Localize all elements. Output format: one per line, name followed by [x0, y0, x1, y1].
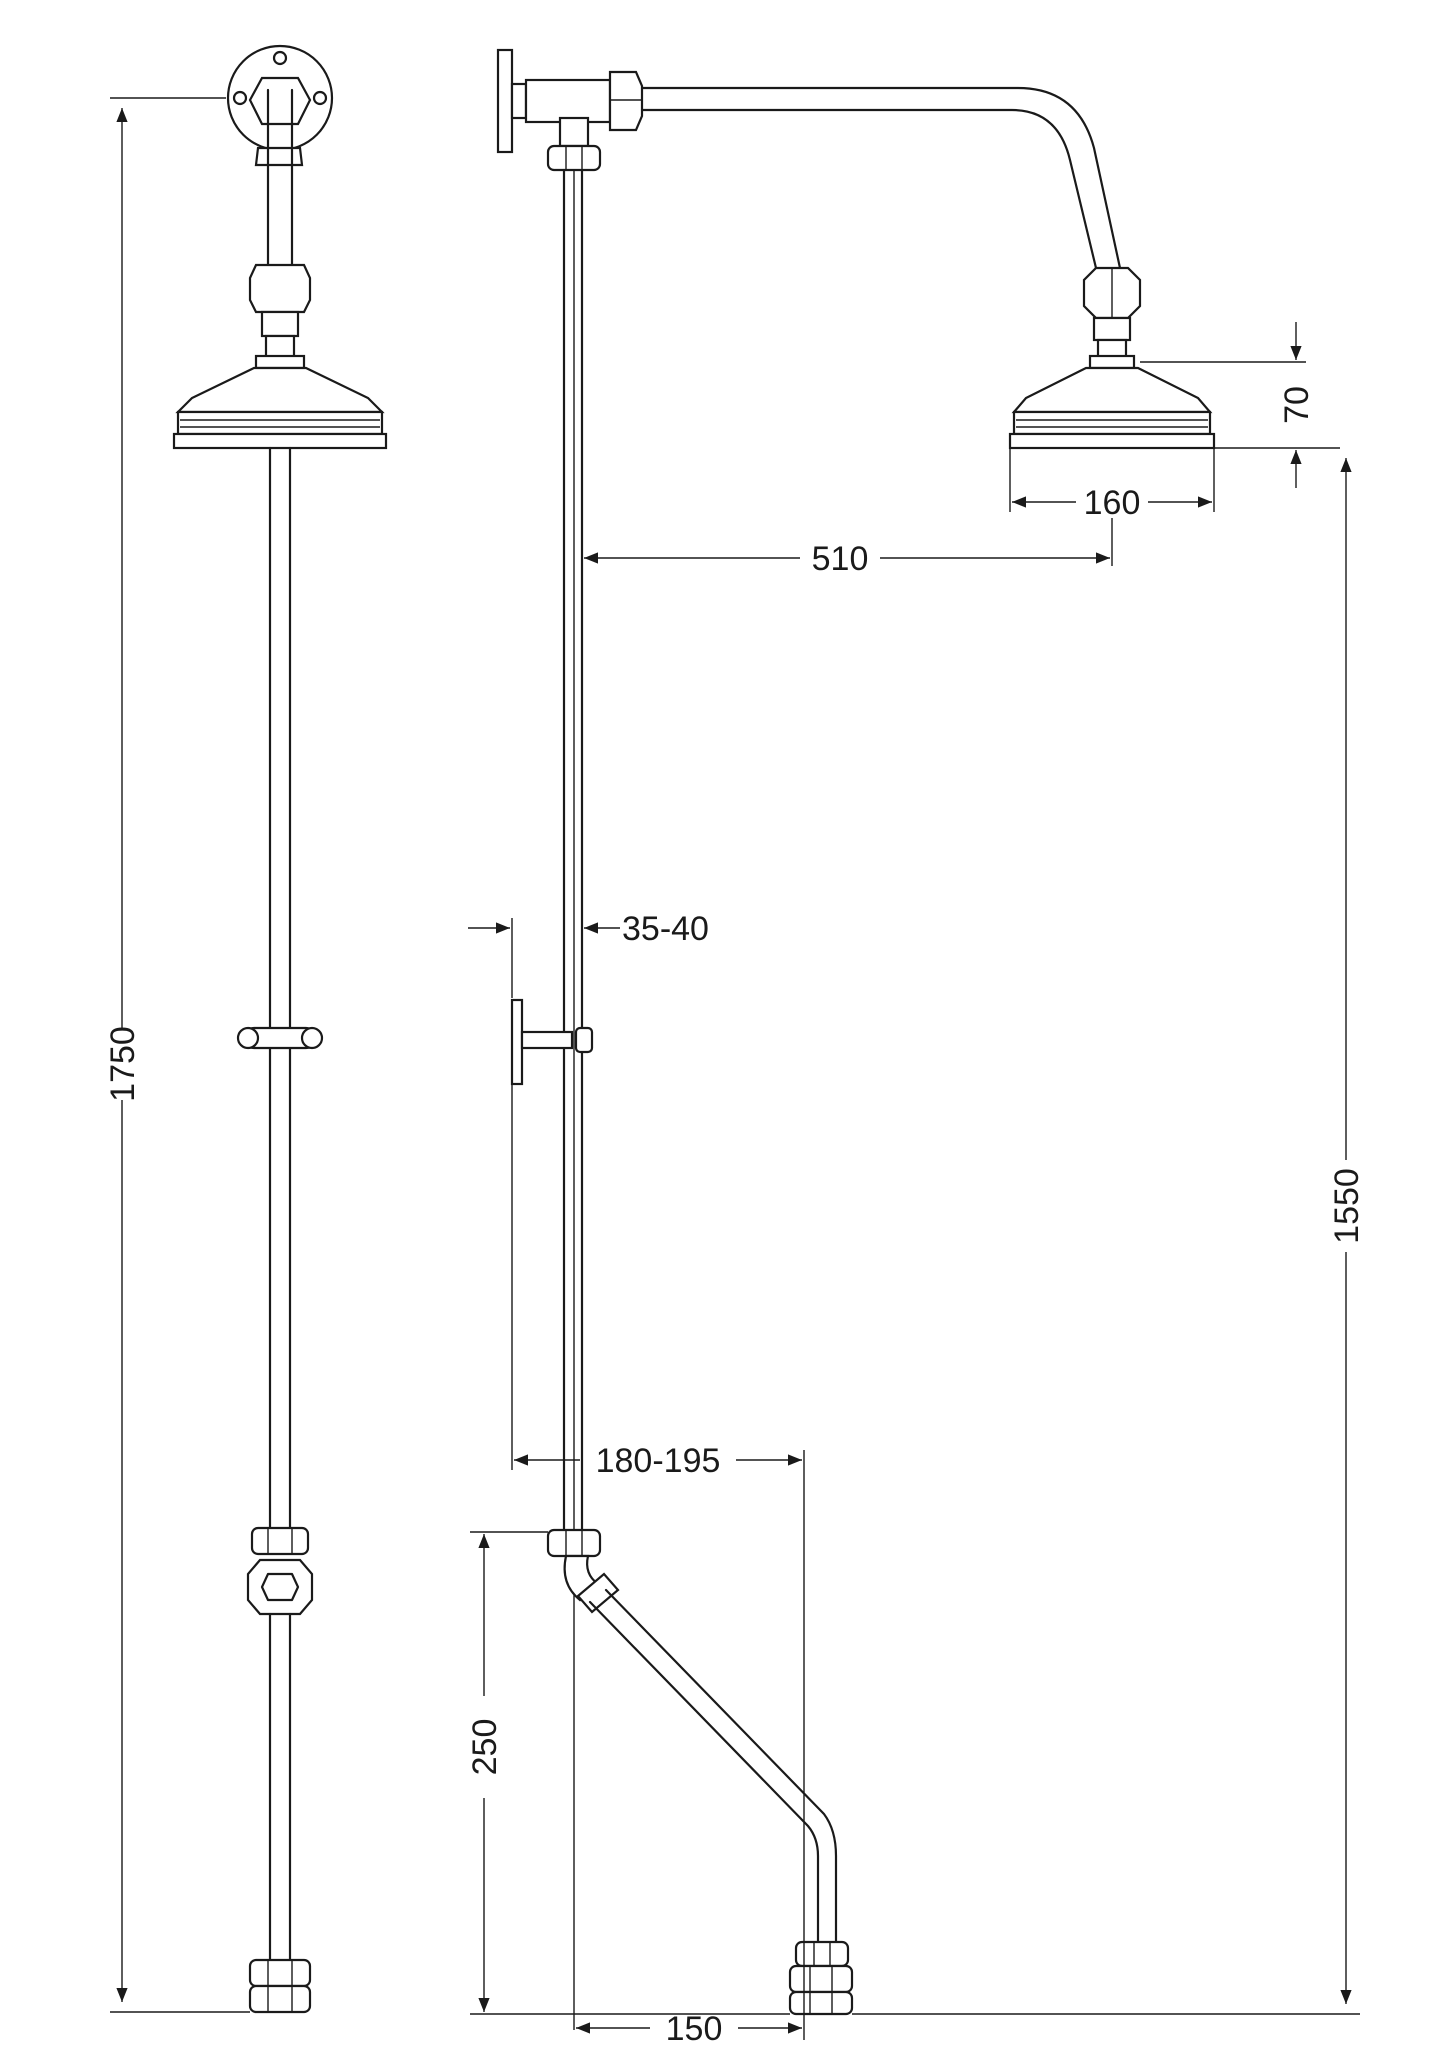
front-top-arm	[248, 88, 312, 362]
label-head-depth: 70	[1278, 386, 1316, 424]
front-view: 1750	[104, 44, 388, 2014]
label-valve-to-riser: 180-195	[596, 1442, 721, 1480]
label-inlet-offset: 150	[666, 2010, 723, 2048]
front-shower-head	[172, 354, 388, 450]
side-shower-arm	[640, 86, 1142, 362]
side-wall-plate	[496, 48, 644, 154]
dim-head-diameter: 160	[1009, 448, 1215, 522]
dim-inlet-offset: 150	[576, 2010, 802, 2048]
label-head-diameter: 160	[1084, 484, 1141, 522]
dim-bracket-depth: 35-40	[468, 910, 709, 998]
label-total-height: 1750	[104, 1026, 142, 1102]
dim-valve-to-riser: 180-195	[511, 1084, 805, 2040]
dim-head-depth: 70	[1140, 322, 1340, 488]
label-arm-projection: 510	[812, 540, 869, 578]
side-inlet-pipe	[588, 1588, 854, 2016]
dim-inlet-height: 250	[466, 1531, 1360, 2015]
dim-arm-projection: 510	[584, 518, 1113, 578]
dim-total-height: 1750	[104, 97, 250, 2013]
front-riser	[236, 446, 324, 2014]
side-shower-head	[1008, 354, 1216, 450]
label-inlet-height: 250	[466, 1719, 504, 1776]
label-bracket-depth: 35-40	[622, 910, 709, 948]
side-view: 70 160 510 35-40 1	[466, 48, 1366, 2048]
dim-head-to-floor: 1550	[1328, 458, 1366, 2004]
label-head-to-floor: 1550	[1328, 1168, 1366, 1244]
front-wall-flange	[226, 44, 334, 167]
side-riser	[510, 116, 620, 2030]
